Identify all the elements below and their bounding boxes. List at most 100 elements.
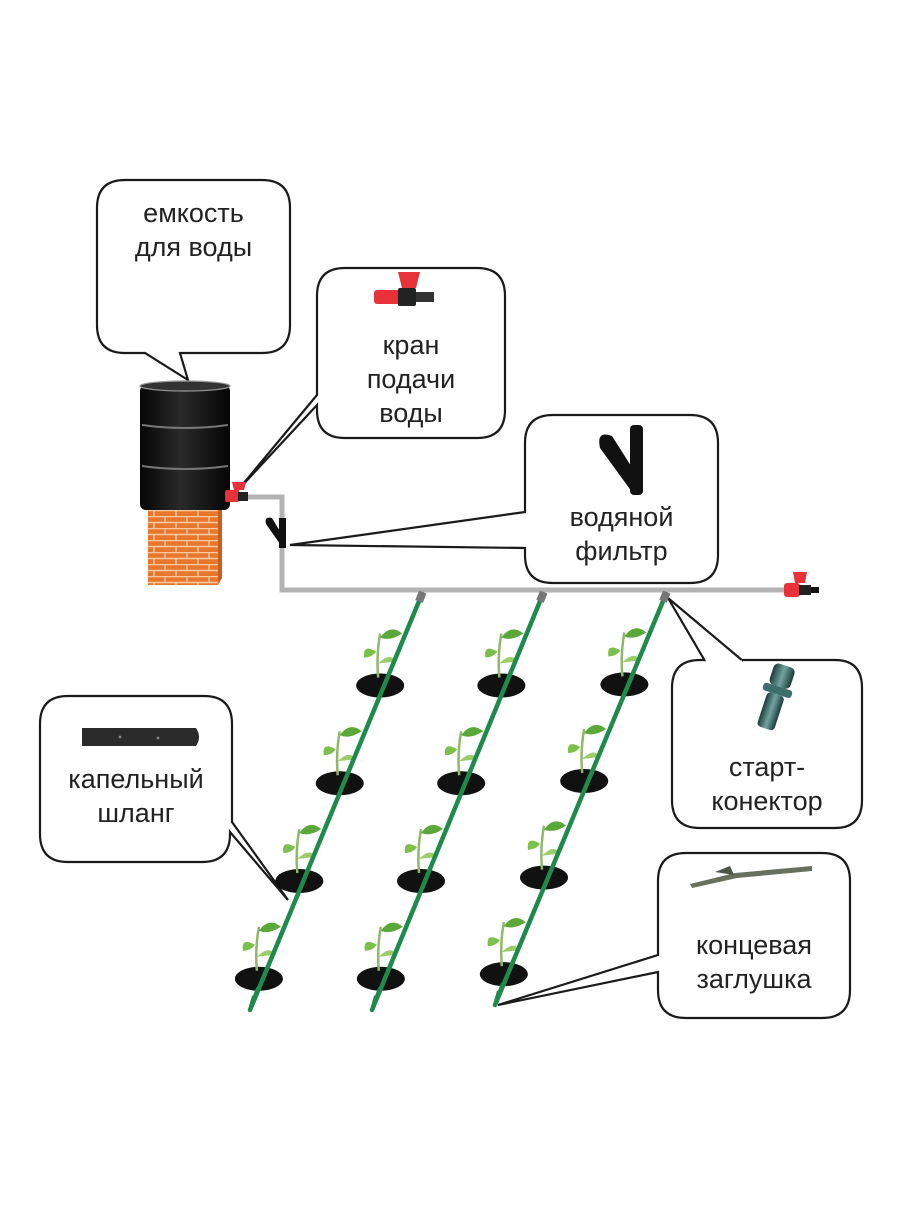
callout-valve-line-3: воды [379,398,443,428]
plant-stem [295,828,301,874]
plant [479,918,528,987]
plant [356,922,405,991]
end-plug [248,987,260,1011]
plant [315,727,364,796]
callout-drip-hose-line-2: шланг [97,798,175,828]
callout-start-connector [667,597,864,830]
drip-hose [369,591,546,1013]
plant-stem [254,926,261,971]
plant-leaf [363,648,377,658]
end-plug-icon [690,866,812,888]
drip-line-row [356,590,548,1013]
plant-leaf [299,824,322,835]
callout-start-connector-line-1: старт- [728,752,806,782]
callout-tank-label: емкость для воды [97,196,290,264]
plant-leaf [544,821,567,831]
end-plug [370,987,382,1011]
plant-leaf [444,746,458,756]
plant-leaf [258,922,281,933]
plant [275,824,324,894]
plant-leaf [283,844,296,854]
soil-mound [397,869,446,894]
soil-mound [437,771,486,796]
plant-leaf [380,629,403,639]
plant-leaf [501,629,524,639]
callout-tank [95,178,292,383]
soil-mound [479,962,528,987]
drip-hose [492,591,669,1008]
y-filter-icon [599,425,643,495]
callout-filter-line-2: фильтр [575,536,668,566]
plant-leaf [404,844,418,854]
plant-stem [580,728,586,774]
callout-tank-line-2: для воды [134,232,253,262]
callout-valve [237,266,507,491]
callout-valve-line-2: подачи [366,364,456,394]
start-connector [415,590,427,603]
plant-stem [376,633,382,678]
callout-valve-label: кран подачи воды [317,328,505,430]
start-connector-icon [757,663,795,731]
end-valve-icon [784,572,819,597]
plant-stem [335,731,341,776]
plant-leaf [421,824,444,835]
plant-stem [499,921,506,967]
soil-mound [275,869,324,894]
plant-leaf [503,918,526,928]
soil-mound [520,865,569,890]
plant [356,629,405,698]
plant [560,724,609,794]
red-valve-icon [374,272,434,306]
callout-end-plug-label: концевая заглушка [658,928,850,996]
soil-mound [315,771,364,796]
brick-stand [148,505,222,585]
callout-tank-line-1: емкость [143,198,244,228]
plant-stem [417,828,423,874]
plant [234,922,283,991]
callout-end-plug [497,851,852,1020]
callout-drip-hose-line-1: капельный [68,764,204,794]
plant-leaf [364,941,377,951]
start-connector [659,590,671,603]
plant-leaf [380,922,403,933]
plant-leaf [584,724,607,735]
plant [397,824,446,894]
callout-end-plug-line-1: концевая [696,930,812,960]
plant-leaf [608,647,621,657]
soil-mound [477,673,526,698]
plant-leaf [339,727,362,737]
soil-mound [356,673,405,698]
plant [520,821,569,890]
plant-stem [457,731,463,776]
callout-filter-label: водяной фильтр [525,500,718,568]
plant-leaf [487,937,500,947]
callout-start-connector-label: старт- конектор [672,750,862,818]
barrel-valve-icon [225,482,248,502]
plant-leaf [461,727,484,737]
plant-leaf [485,648,498,658]
drip-hose-icon [82,728,199,746]
soil-mound [234,966,283,991]
plant-stem [376,926,383,971]
soil-mound [560,769,609,794]
water-barrel [139,380,231,510]
planting-field [234,590,671,1013]
plant-stem [497,633,503,678]
plant-stem [620,632,626,677]
drip-hose [247,591,425,1013]
plant-stem [540,825,546,870]
plant-leaf [624,628,647,638]
plant-leaf [567,744,581,754]
plant-leaf [242,941,255,951]
plant [437,727,486,796]
plant-leaf [323,746,336,756]
plant-leaf [527,840,541,850]
callout-end-plug-line-2: заглушка [696,964,812,994]
callout-start-connector-line-2: конектор [711,786,823,816]
plant [600,628,649,697]
callout-drip-hose [38,694,289,901]
end-plug [493,982,505,1006]
callout-drip-hose-label: капельный шланг [40,762,232,830]
